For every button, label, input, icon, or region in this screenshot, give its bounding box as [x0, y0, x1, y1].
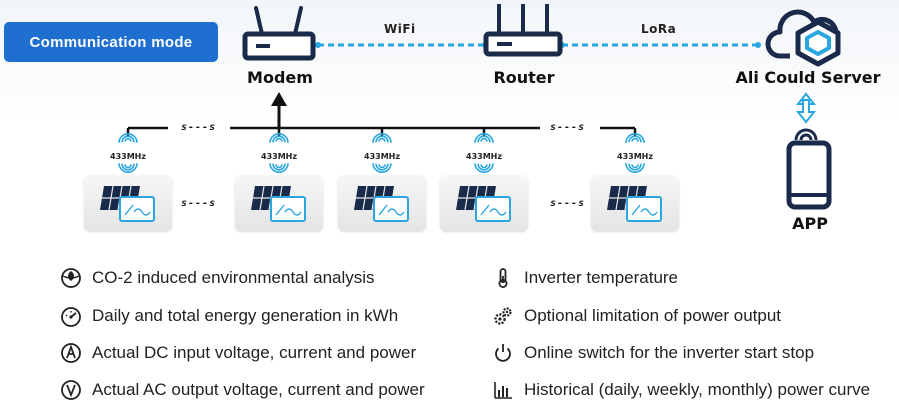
server-app-arrow	[795, 92, 817, 124]
wifi-arc-top-3-3	[372, 133, 392, 143]
feature-left-4-text: Actual AC output voltage, current and po…	[92, 380, 425, 399]
solar-inverter-icon-5	[607, 185, 662, 222]
bus-gap-marker-left: s---s	[181, 122, 217, 133]
wifi-arc-top-1-2	[121, 135, 135, 143]
panel-gap-marker-left: s---s	[181, 198, 217, 209]
wifi-arc-top-5-1	[631, 137, 639, 142]
wifi-arc-bottom-4-3	[474, 163, 494, 173]
app-label: APP	[792, 214, 828, 233]
wifi-arc-top-5-2	[628, 135, 642, 143]
modem-label: Modem	[247, 68, 313, 87]
wifi-arc-bottom-4-2	[477, 163, 491, 171]
feature-left-3: Actual DC input voltage, current and pow…	[58, 341, 416, 365]
wifi-arc-top-3-2	[375, 135, 389, 143]
wifi-arc-top-3-1	[378, 137, 386, 142]
wifi-arc-top-5-3	[625, 133, 645, 143]
solar-inverter-icon-4	[456, 185, 511, 222]
wifi-arc-bottom-2-1	[275, 164, 283, 169]
gauge-icon	[58, 304, 84, 328]
communication-mode-badge: Communication mode	[4, 22, 218, 62]
wifi-arc-top-2-3	[269, 133, 289, 143]
wifi-arc-bottom-2-3	[269, 163, 289, 173]
bar-chart-icon	[490, 378, 516, 402]
wifi-arc-top-4-3	[474, 133, 494, 143]
cloud-icon	[765, 9, 841, 67]
server-label: Ali Could Server	[735, 68, 881, 87]
wifi-arc-bottom-3-1	[378, 164, 386, 169]
leaf-globe-icon	[58, 266, 84, 290]
wifi-arc-bottom-3-2	[375, 163, 389, 171]
wifi-link-label: WiFi	[384, 22, 416, 36]
wifi-arc-bottom-1-2	[121, 163, 135, 171]
feature-left-4: Actual AC output voltage, current and po…	[58, 378, 425, 402]
wifi-arc-bottom-4-1	[480, 164, 488, 169]
solar-inverter-icon-2	[251, 185, 306, 222]
bus-break-left	[168, 120, 230, 136]
dc-ampere-icon	[58, 341, 84, 365]
freq-label-1: 433MHz	[110, 152, 147, 161]
power-icon	[490, 341, 516, 365]
freq-label-2: 433MHz	[261, 152, 298, 161]
freq-label-4: 433MHz	[466, 152, 503, 161]
feature-left-2-text: Daily and total energy generation in kWh	[92, 306, 399, 325]
feature-right-1-text: Inverter temperature	[524, 268, 679, 287]
phone-icon	[786, 128, 832, 210]
router-icon	[483, 4, 563, 57]
router-label: Router	[493, 68, 555, 87]
ac-voltage-icon	[58, 378, 84, 402]
wifi-arc-bottom-1-1	[124, 164, 132, 169]
feature-right-3-text: Online switch for the inverter start sto…	[524, 343, 815, 362]
lora-link-end-right	[755, 42, 761, 48]
lora-link-label: LoRa	[641, 22, 677, 36]
wifi-arc-top-1-3	[118, 133, 138, 143]
wifi-signal-group	[118, 133, 645, 173]
feature-right-4-text: Historical (daily, weekly, monthly) powe…	[524, 380, 871, 399]
feature-left-1: CO-2 induced environmental analysis	[58, 266, 375, 290]
wifi-arc-top-1-1	[124, 137, 132, 142]
wifi-arc-top-4-1	[480, 137, 488, 142]
wifi-arc-bottom-2-2	[272, 163, 286, 171]
freq-label-5: 433MHz	[617, 152, 654, 161]
wifi-arc-bottom-1-3	[118, 163, 138, 173]
modem-uplink-arrowhead	[271, 92, 287, 106]
header-background	[0, 0, 899, 125]
feature-right-4: Historical (daily, weekly, monthly) powe…	[490, 378, 870, 402]
feature-left-1-text: CO-2 induced environmental analysis	[92, 268, 375, 287]
wifi-arc-bottom-5-3	[625, 163, 645, 173]
panel-gap-marker-right: s---s	[550, 198, 586, 209]
modem-icon	[242, 6, 316, 61]
solar-inverter-icon-3	[354, 185, 409, 222]
feature-right-1: Inverter temperature	[490, 266, 678, 290]
wifi-arc-top-2-2	[272, 135, 286, 143]
wifi-arc-top-2-1	[275, 137, 283, 142]
wifi-arc-bottom-3-3	[372, 163, 392, 173]
feature-right-3: Online switch for the inverter start sto…	[490, 341, 814, 365]
wifi-arc-bottom-5-2	[628, 163, 642, 171]
wifi-link-end-left	[315, 42, 321, 48]
feature-left-3-text: Actual DC input voltage, current and pow…	[92, 343, 417, 362]
feature-left-2: Daily and total energy generation in kWh	[58, 304, 398, 328]
freq-label-3: 433MHz	[364, 152, 401, 161]
bus-gap-marker-right: s---s	[550, 122, 586, 133]
gears-icon	[490, 304, 516, 328]
thermometer-icon	[490, 266, 516, 290]
wifi-arc-bottom-5-1	[631, 164, 639, 169]
feature-right-2: Optional limitation of power output	[490, 304, 781, 328]
solar-inverter-icon-1	[100, 185, 155, 222]
feature-right-2-text: Optional limitation of power output	[524, 306, 782, 325]
bus-break-right	[540, 120, 600, 136]
wifi-arc-top-4-2	[477, 135, 491, 143]
